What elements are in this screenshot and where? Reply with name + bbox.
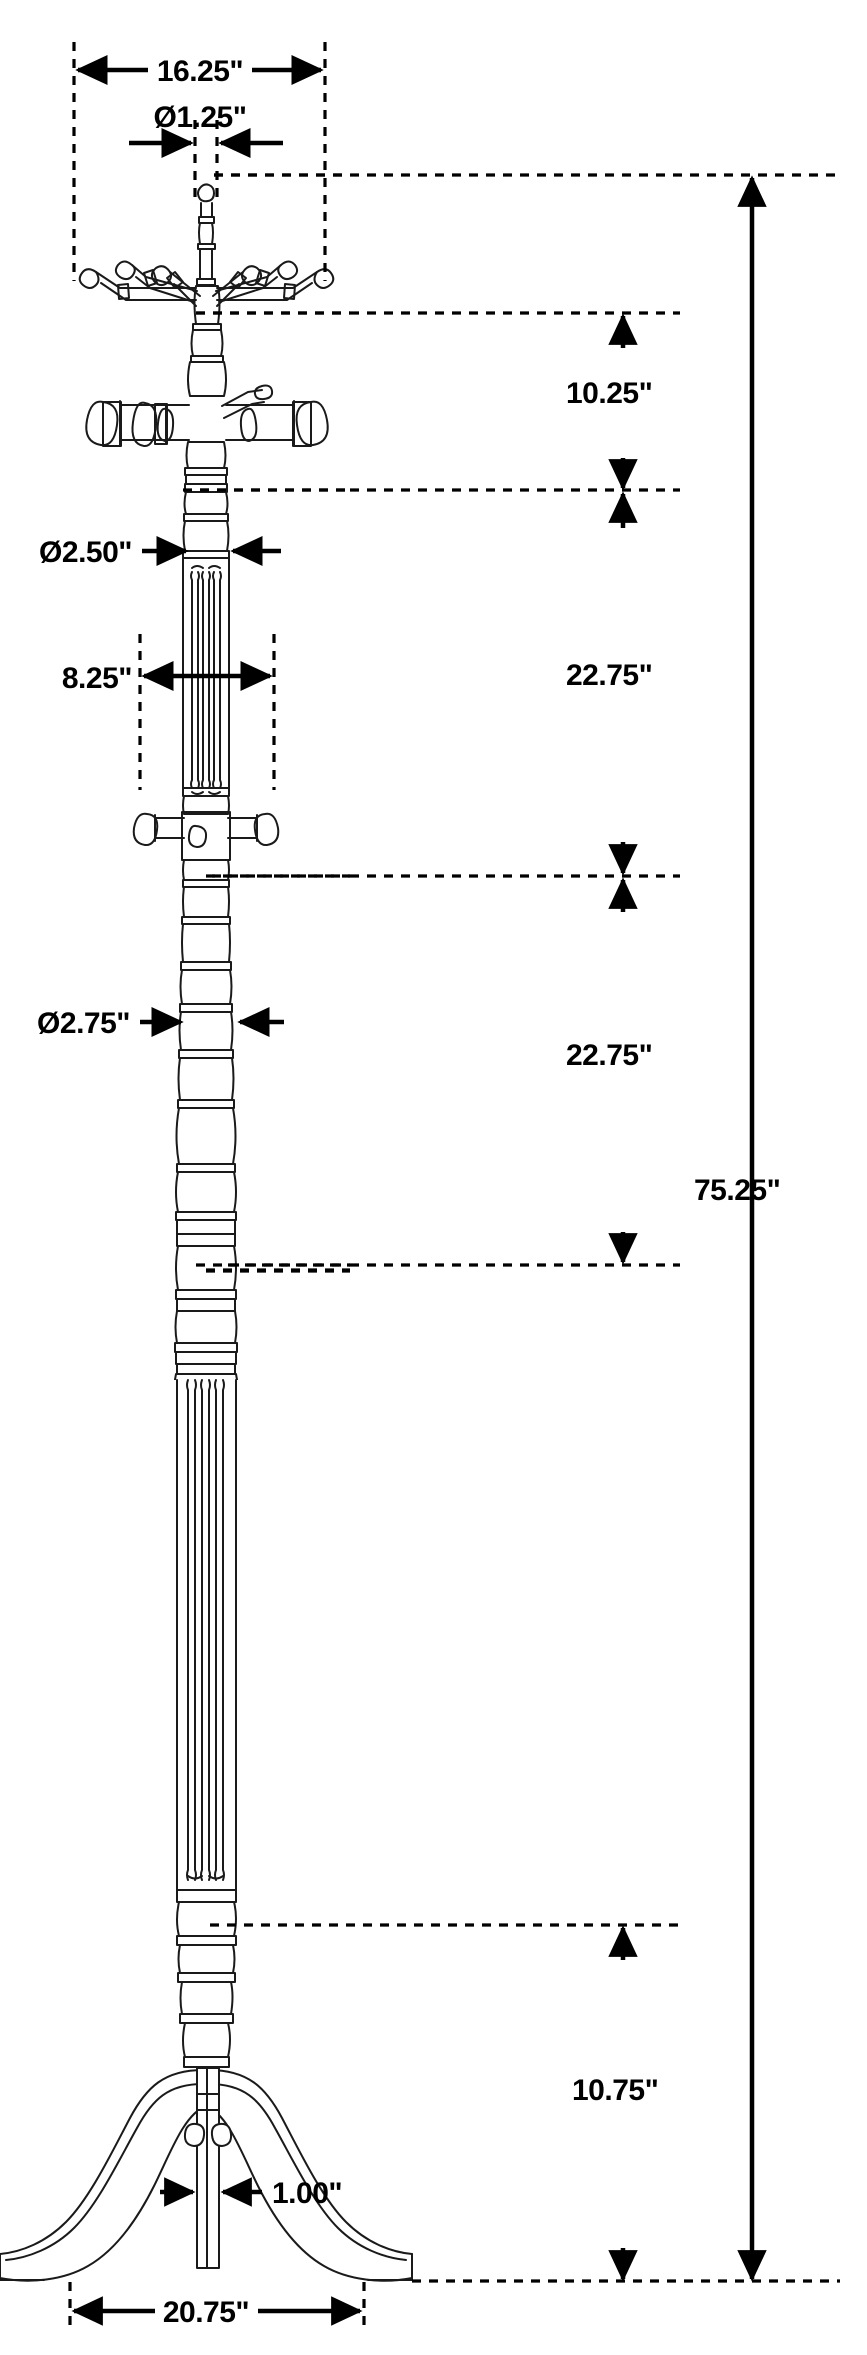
base-width-ext [68,2282,366,2330]
label-mid-hook-spread: 8.25" [62,662,132,695]
label-middle-section-height-overlay: 22.75" [566,659,652,692]
label-lower-section-height-overlay: 22.75" [566,1039,652,1072]
label-base-section-height-overlay: 10.75" [572,2074,658,2107]
label-center-post-thickness-overlay: 1.00" [272,2177,342,2210]
lower-datum-lines [210,1923,840,2283]
label-lower-post-diameter: Ø2.75" [37,1007,130,1040]
label-upper-section-height-overlay: 10.25" [566,377,652,410]
label-upper-post-diameter: Ø2.50" [39,536,132,569]
label-top-spread-width: 16.25" [157,55,243,88]
label-top-finial-diameter: Ø1.25" [154,101,247,134]
lower-mask [0,1380,867,2355]
lower-assembly [0,1379,413,2282]
label-overall-height-overlay: 75.25" [694,1174,780,1207]
right-column-mask [350,140,867,1390]
label-base-width-overlay: 20.75" [163,2296,249,2329]
